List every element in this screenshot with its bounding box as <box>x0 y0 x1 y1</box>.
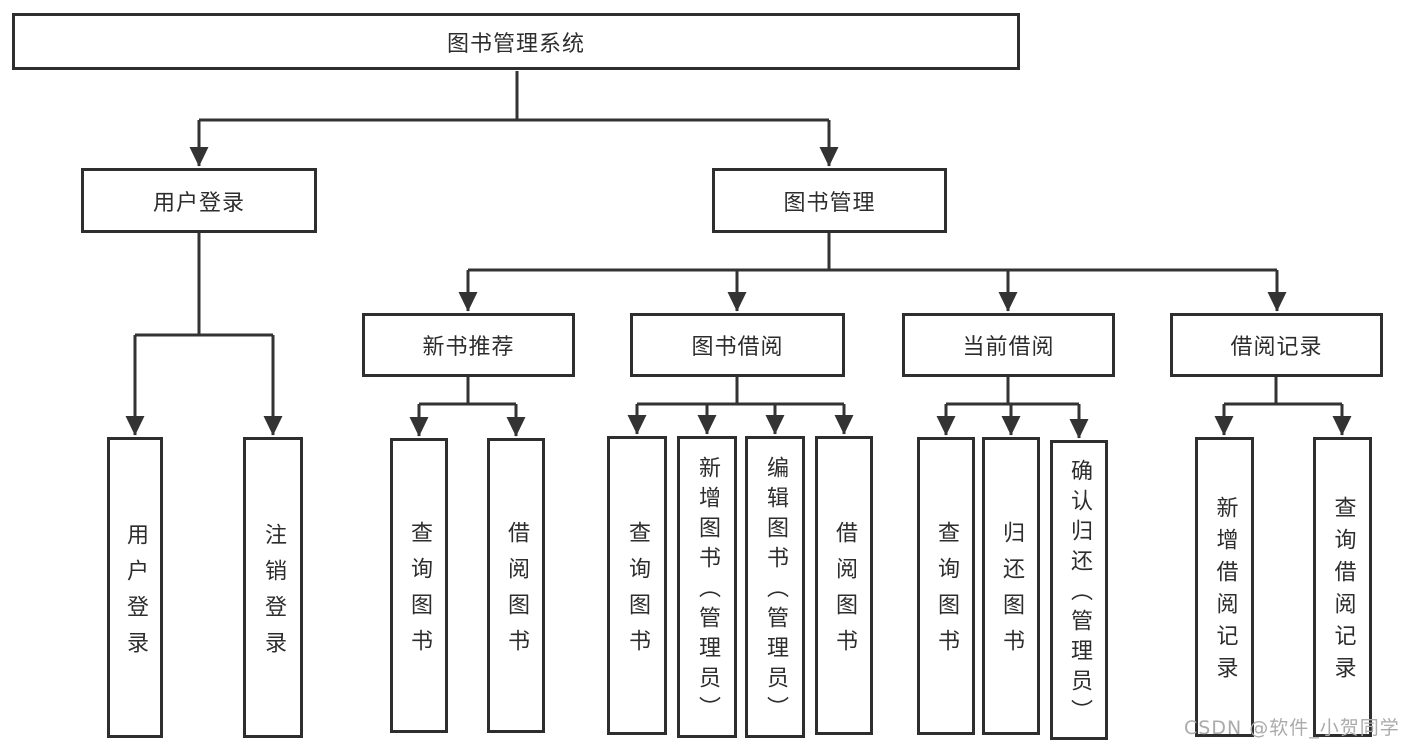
leaf-br-query-record-label: 查询借阅记录 <box>1330 496 1356 688</box>
leaf-cb-confirm-return-admin: 确认归还（管理员） <box>1050 440 1108 740</box>
leaf-nbr-borrow-books-label: 借阅图书 <box>504 520 529 665</box>
node-book-borrowing-label: 图书借阅 <box>691 335 784 360</box>
leaf-nbr-query-books-label: 查询图书 <box>407 520 432 665</box>
node-root: 图书管理系统 <box>12 13 1020 70</box>
node-new-book-recommend-label: 新书推荐 <box>422 335 515 360</box>
leaf-nbr-borrow-books: 借阅图书 <box>487 438 545 733</box>
node-borrowing-records-label: 借阅记录 <box>1230 335 1323 360</box>
node-current-borrowing-label: 当前借阅 <box>962 335 1055 360</box>
node-book-management: 图书管理 <box>712 168 947 233</box>
leaf-bb-query-books: 查询图书 <box>607 436 667 735</box>
node-book-borrowing: 图书借阅 <box>630 313 845 377</box>
leaf-user-login: 用户登录 <box>107 437 163 738</box>
leaf-bb-borrow-books-label: 借阅图书 <box>832 520 857 665</box>
csdn-watermark: CSDN @软件_小贺同学 <box>1184 717 1400 739</box>
leaf-bb-add-books-admin: 新增图书（管理员） <box>677 436 737 738</box>
connector-newbookrec-trunk <box>419 377 516 406</box>
leaf-br-query-record: 查询借阅记录 <box>1313 437 1372 737</box>
connector-borrowrecords-trunk <box>1224 377 1342 406</box>
leaf-br-add-record-label: 新增借阅记录 <box>1212 496 1238 688</box>
node-user-login: 用户登录 <box>81 168 317 233</box>
leaf-logout: 注销登录 <box>243 437 303 738</box>
node-user-login-label: 用户登录 <box>152 190 245 216</box>
leaf-bb-query-books-label: 查询图书 <box>625 520 650 665</box>
node-current-borrowing: 当前借阅 <box>902 313 1115 377</box>
leaf-bb-edit-books-admin: 编辑图书（管理员） <box>745 436 805 738</box>
leaf-cb-return-books-label: 归还图书 <box>999 521 1024 665</box>
leaf-user-login-label: 用户登录 <box>123 522 148 667</box>
leaf-cb-confirm-return-admin-label: 确认归还（管理员） <box>1067 459 1092 729</box>
node-root-label: 图书管理系统 <box>446 31 585 57</box>
connector-bookmgmt-trunk <box>468 233 1277 272</box>
leaf-bb-edit-books-admin-label: 编辑图书（管理员） <box>763 456 788 726</box>
node-book-management-label: 图书管理 <box>783 190 876 216</box>
leaf-br-add-record: 新增借阅记录 <box>1195 437 1254 737</box>
connector-bookborrow-trunk <box>637 377 844 406</box>
leaf-bb-add-books-admin-label: 新增图书（管理员） <box>695 456 720 726</box>
leaf-nbr-query-books: 查询图书 <box>390 438 448 733</box>
leaf-cb-query-books-label: 查询图书 <box>934 521 959 665</box>
connector-userlogin-trunk <box>135 233 273 337</box>
node-borrowing-records: 借阅记录 <box>1170 313 1383 377</box>
leaf-cb-query-books: 查询图书 <box>917 437 975 735</box>
leaf-cb-return-books: 归还图书 <box>982 437 1040 735</box>
connector-currentborrow-trunk <box>946 377 1079 406</box>
leaf-bb-borrow-books: 借阅图书 <box>815 436 873 735</box>
leaf-logout-label: 注销登录 <box>261 522 286 667</box>
node-new-book-recommend: 新书推荐 <box>362 313 575 377</box>
connector-root-trunk <box>199 71 829 122</box>
